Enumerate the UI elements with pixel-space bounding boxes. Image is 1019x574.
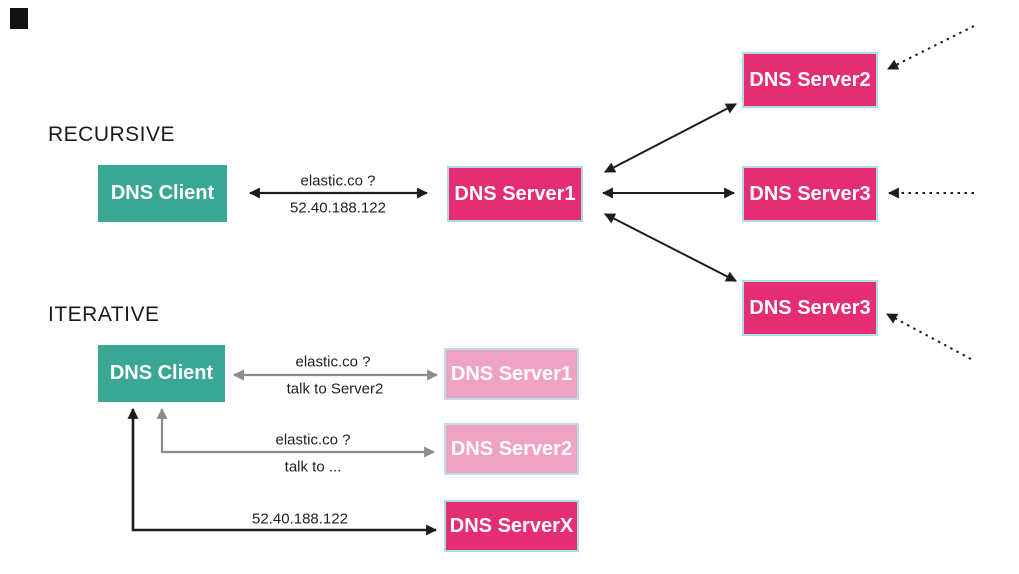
arrow-iterative-client-serverx — [127, 407, 438, 536]
iterative-reply1-label: talk to Server2 — [286, 380, 384, 398]
iterative-dns-client-box: DNS Client — [98, 345, 225, 402]
iterative-answer-label: 52.40.188.122 — [252, 510, 348, 528]
iterative-dns-serverx-label: DNS ServerX — [449, 514, 574, 537]
iterative-query2-label: elastic.co ? — [275, 431, 351, 449]
recursive-dns-server2-box: DNS Server2 — [742, 52, 878, 108]
recursive-dns-server3-mid-box: DNS Server3 — [742, 166, 878, 222]
recursive-answer-label: 52.40.188.122 — [290, 199, 386, 217]
recursive-query-label: elastic.co ? — [300, 172, 376, 190]
iterative-reply2-label: talk to ... — [284, 458, 342, 476]
iterative-dns-server1-label: DNS Server1 — [450, 362, 573, 385]
recursive-dns-server3-mid-label: DNS Server3 — [749, 182, 871, 205]
recursive-dns-server1-label: DNS Server1 — [454, 182, 576, 205]
iterative-dns-server2-label: DNS Server2 — [450, 437, 573, 460]
iterative-dns-client-label: DNS Client — [109, 362, 214, 384]
section-label-recursive: RECURSIVE — [48, 123, 176, 146]
recursive-dns-client-label: DNS Client — [110, 182, 215, 204]
dotted-arrow-into-server3-bottom — [886, 313, 972, 360]
recursive-dns-server3-bottom-box: DNS Server3 — [742, 280, 878, 336]
recursive-dns-server2-label: DNS Server2 — [749, 68, 871, 91]
arrow-server1-server3-bottom — [604, 213, 737, 282]
iterative-dns-serverx-box: DNS ServerX — [444, 500, 579, 552]
recursive-dns-client-box: DNS Client — [98, 165, 227, 222]
iterative-dns-server2-box: DNS Server2 — [444, 423, 579, 475]
dotted-arrow-into-server2 — [887, 25, 975, 70]
black-corner-square — [10, 8, 28, 29]
recursive-dns-server3-bottom-label: DNS Server3 — [749, 296, 871, 319]
iterative-query1-label: elastic.co ? — [295, 353, 371, 371]
iterative-dns-server1-box: DNS Server1 — [444, 348, 579, 400]
recursive-dns-server1-box: DNS Server1 — [447, 166, 583, 222]
section-label-iterative: ITERATIVE — [48, 303, 160, 326]
arrow-server1-server2 — [604, 103, 737, 173]
